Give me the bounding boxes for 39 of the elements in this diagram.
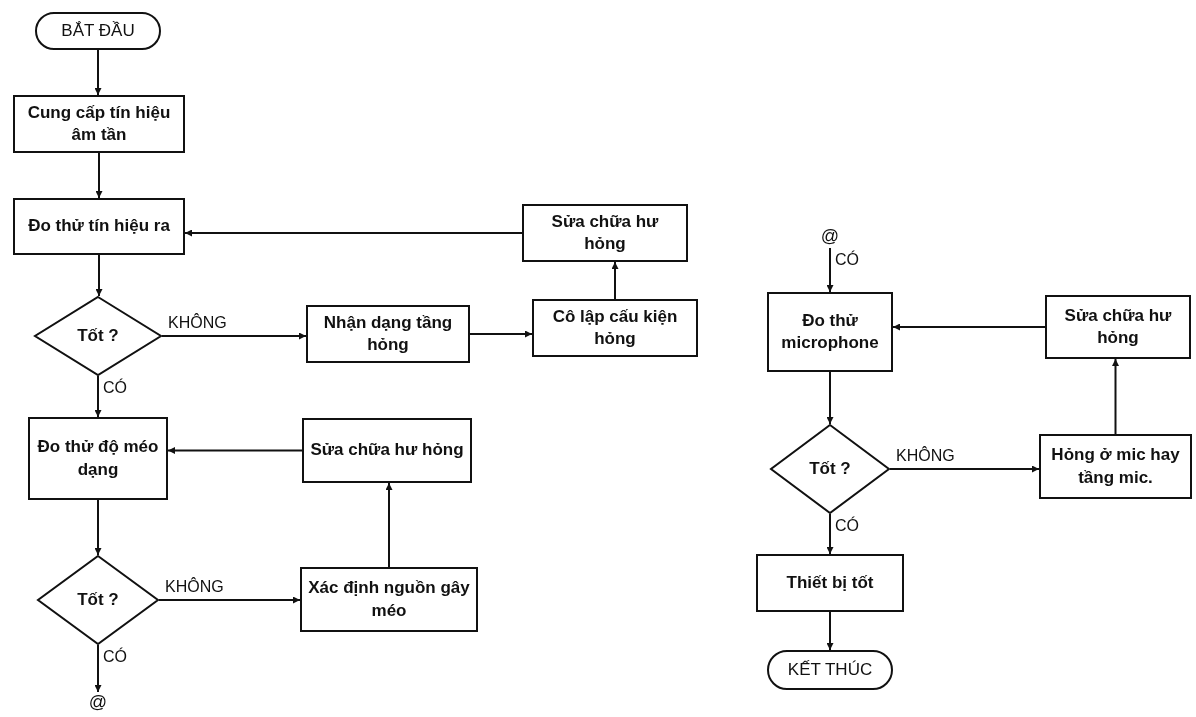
process-box: Hỏng ở mic hay tầng mic. xyxy=(1039,434,1192,499)
process-box: Cung cấp tín hiệu âm tần xyxy=(13,95,185,153)
arrow xyxy=(158,596,301,604)
arrow xyxy=(826,513,834,555)
arrow xyxy=(184,229,523,237)
arrow xyxy=(469,330,533,338)
arrow xyxy=(95,152,103,199)
process-box: Đo thử tín hiệu ra xyxy=(13,198,185,255)
process-box: Đo thử độ méo dạng xyxy=(28,417,168,500)
arrow xyxy=(161,332,307,340)
connector-symbol: @ xyxy=(86,692,110,714)
arrow xyxy=(826,611,834,651)
process-box: Sửa chữa hư hỏng xyxy=(1045,295,1191,359)
terminal-pill: KẾT THÚC xyxy=(767,650,893,690)
terminal-pill: BẮT ĐẦU xyxy=(35,12,161,50)
process-box: Sửa chữa hư hỏng xyxy=(522,204,688,262)
process-box: Đo thử microphone xyxy=(767,292,893,372)
connector-symbol: @ xyxy=(818,226,842,248)
arrow xyxy=(385,482,393,568)
arrow xyxy=(95,254,103,297)
arrow xyxy=(889,465,1040,473)
process-box: Cô lập cấu kiện hỏng xyxy=(532,299,698,357)
decision-text: Tốt ? xyxy=(77,324,119,347)
process-box: Sửa chữa hư hỏng xyxy=(302,418,472,483)
arrow xyxy=(94,49,102,96)
process-box: Thiết bị tốt xyxy=(756,554,904,612)
decision-text: Tốt ? xyxy=(77,588,119,611)
arrow xyxy=(94,499,102,556)
decision-text: Tốt ? xyxy=(809,457,851,480)
arrow xyxy=(826,247,834,293)
arrow xyxy=(892,323,1046,331)
process-box: Nhận dạng tầng hỏng xyxy=(306,305,470,363)
arrow xyxy=(826,371,834,425)
arrow xyxy=(1112,358,1119,435)
process-box: Xác định nguồn gây méo xyxy=(300,567,478,632)
arrow xyxy=(611,261,619,300)
arrow xyxy=(94,644,102,693)
arrow xyxy=(94,375,102,418)
arrow xyxy=(167,447,303,454)
